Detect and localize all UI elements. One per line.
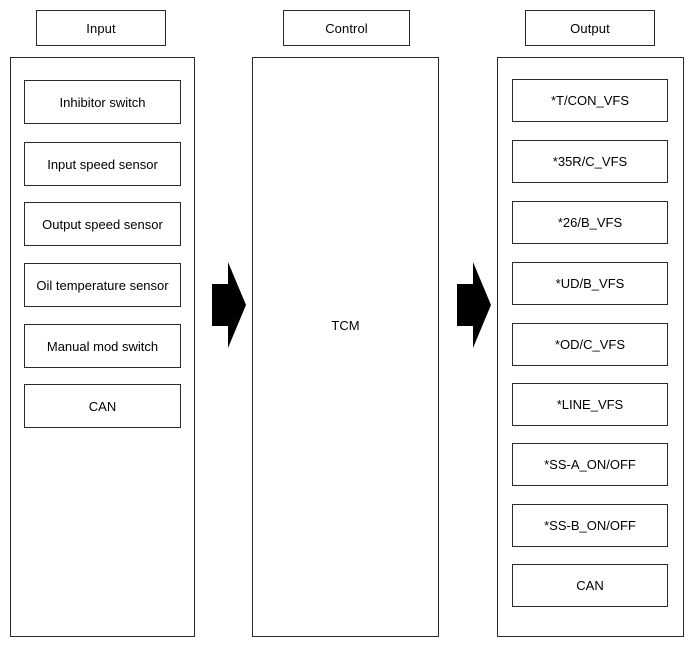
input-item-oil-temperature-sensor: Oil temperature sensor [24, 263, 181, 307]
input-item-input-speed-sensor: Input speed sensor [24, 142, 181, 186]
output-item-t-con-vfs: *T/CON_VFS [512, 79, 668, 122]
output-item-35r-c-vfs: *35R/C_VFS [512, 140, 668, 183]
control-label-tcm: TCM [331, 317, 360, 333]
output-item-26-b-vfs: *26/B_VFS [512, 201, 668, 244]
arrow-right-icon-input-to-control [212, 262, 246, 348]
input-item-can: CAN [24, 384, 181, 428]
column-header-input: Input [36, 10, 166, 46]
input-item-manual-mod-switch: Manual mod switch [24, 324, 181, 368]
column-frame-control [252, 57, 439, 637]
column-header-output: Output [525, 10, 655, 46]
output-item-ss-a-on-off: *SS-A_ON/OFF [512, 443, 668, 486]
output-item-line-vfs: *LINE_VFS [512, 383, 668, 426]
arrow-right-icon-control-to-output [457, 262, 491, 348]
input-item-inhibitor-switch: Inhibitor switch [24, 80, 181, 124]
output-item-ss-b-on-off: *SS-B_ON/OFF [512, 504, 668, 547]
output-item-can: CAN [512, 564, 668, 607]
output-item-ud-b-vfs: *UD/B_VFS [512, 262, 668, 305]
output-item-od-c-vfs: *OD/C_VFS [512, 323, 668, 366]
column-header-control: Control [283, 10, 410, 46]
input-item-output-speed-sensor: Output speed sensor [24, 202, 181, 246]
